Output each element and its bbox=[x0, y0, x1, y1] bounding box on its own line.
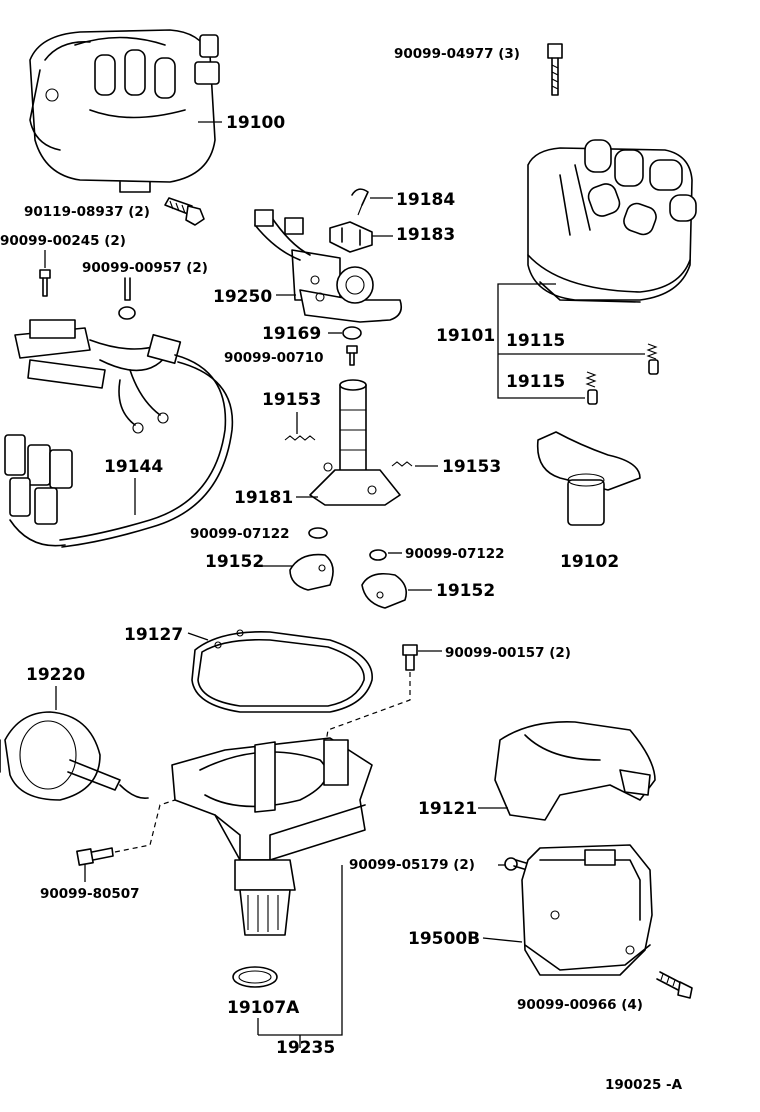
label-19107A: 19107A bbox=[227, 998, 300, 1018]
screw-90099-00245-illustration bbox=[39, 250, 51, 297]
spring-19153-illustration bbox=[284, 412, 438, 467]
distributor-assembly-illustration bbox=[29, 29, 220, 193]
wire-harness-illustration bbox=[4, 319, 234, 548]
label-19121: 19121 bbox=[418, 799, 477, 819]
label-19144: 19144 bbox=[104, 457, 163, 477]
label-19152-right: 19152 bbox=[436, 581, 495, 601]
screw-90099-05179-illustration bbox=[498, 857, 537, 873]
clip-19184-illustration bbox=[351, 188, 369, 216]
label-19101: 19101 bbox=[436, 326, 495, 346]
vacuum-advancer-illustration bbox=[0, 711, 149, 801]
figure-code: 190025 -A bbox=[605, 1077, 683, 1093]
governor-shaft-illustration bbox=[309, 379, 401, 506]
distributor-cap-illustration bbox=[527, 139, 697, 303]
label-19169: 19169 bbox=[262, 324, 321, 344]
clip-90099-07122-illustration bbox=[308, 527, 387, 561]
label-90099-07122-left: 90099-07122 bbox=[190, 526, 290, 542]
label-90099-00710: 90099-00710 bbox=[224, 350, 324, 366]
label-90099-80507: 90099-80507 bbox=[40, 886, 140, 902]
label-19220: 19220 bbox=[26, 665, 85, 685]
igniter-19500B-illustration bbox=[521, 844, 653, 976]
clamp-19183-illustration bbox=[329, 221, 373, 253]
spring-19115-illustration bbox=[585, 343, 659, 405]
label-90119-08937: 90119-08937 (2) bbox=[24, 204, 150, 220]
label-19250: 19250 bbox=[213, 287, 272, 307]
label-19102: 19102 bbox=[560, 552, 619, 572]
label-19184: 19184 bbox=[396, 190, 455, 210]
rotor-19102-illustration bbox=[536, 431, 641, 526]
bolt-90099-80507-illustration bbox=[76, 799, 176, 882]
label-19152-left: 19152 bbox=[205, 552, 264, 572]
bolt-90119-08937-illustration bbox=[164, 197, 205, 226]
gasket-19127-illustration bbox=[191, 629, 373, 713]
label-90099-00157: 90099-00157 (2) bbox=[445, 645, 571, 661]
label-90099-07122-right: 90099-07122 bbox=[405, 546, 505, 562]
cover-19121-illustration bbox=[494, 721, 656, 821]
bolt-90099-00966-illustration bbox=[656, 971, 693, 999]
label-90099-00966: 90099-00966 (4) bbox=[517, 997, 643, 1013]
label-19153-right: 19153 bbox=[442, 457, 501, 477]
washer-19169-illustration bbox=[342, 326, 362, 340]
label-19100: 19100 bbox=[226, 113, 285, 133]
label-19115-upper: 19115 bbox=[506, 331, 565, 351]
distributor-housing-illustration bbox=[171, 737, 373, 936]
label-90099-00245: 90099-00245 (2) bbox=[0, 233, 126, 249]
label-19183: 19183 bbox=[396, 225, 455, 245]
label-90099-04977: 90099-04977 (3) bbox=[394, 46, 520, 62]
screw-90099-00957-illustration bbox=[118, 277, 136, 320]
screw-90099-00710-illustration bbox=[346, 345, 358, 366]
pickup-coil-19250-illustration bbox=[254, 209, 403, 323]
label-19153-left: 19153 bbox=[262, 390, 321, 410]
label-90099-05179: 90099-05179 (2) bbox=[349, 857, 475, 873]
bolt-90099-04977-illustration bbox=[547, 43, 563, 96]
label-19127: 19127 bbox=[124, 625, 183, 645]
label-19500B: 19500B bbox=[408, 929, 480, 949]
label-19181: 19181 bbox=[234, 488, 293, 508]
o-ring-19107A-illustration bbox=[232, 966, 278, 988]
label-19115-lower: 19115 bbox=[506, 372, 565, 392]
label-19235: 19235 bbox=[276, 1038, 335, 1058]
governor-weight-illustration bbox=[289, 553, 408, 609]
label-90099-00957: 90099-00957 (2) bbox=[82, 260, 208, 276]
